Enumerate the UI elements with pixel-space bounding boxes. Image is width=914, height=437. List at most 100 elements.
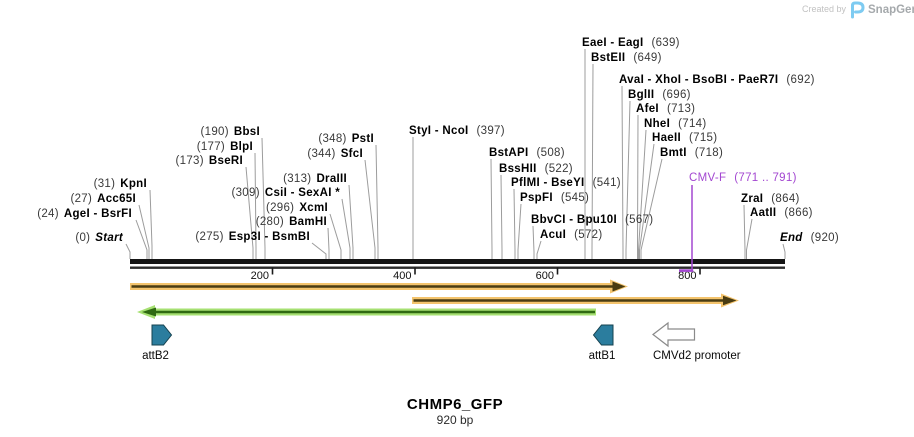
label-bmti[interactable]: BmtI(718) bbox=[660, 147, 723, 159]
primer-bar[interactable] bbox=[679, 269, 694, 272]
connector-bglii bbox=[625, 100, 631, 259]
tick-label-200: 200 bbox=[251, 270, 269, 282]
label-end[interactable]: End(920) bbox=[780, 232, 839, 244]
label-esp3i-bsmbi[interactable]: (275)Esp3I - BsmBI bbox=[195, 231, 310, 243]
label-pspfi[interactable]: PspFI(545) bbox=[520, 192, 589, 204]
map-bar-top[interactable] bbox=[130, 259, 785, 264]
label-bglii[interactable]: BglII(696) bbox=[628, 89, 691, 101]
connector-blpi bbox=[254, 152, 257, 259]
label-xcmi[interactable]: (296)XcmI bbox=[266, 202, 328, 214]
cmvd2-arrow[interactable] bbox=[652, 321, 696, 348]
feature-arrows: attB2 attB1 CMVd2 promoter bbox=[130, 279, 741, 362]
feature-arrow-orange-2[interactable] bbox=[412, 293, 739, 308]
label-psti[interactable]: (348)PstI bbox=[318, 133, 374, 145]
label-bseri[interactable]: (173)BseRI bbox=[176, 155, 243, 167]
label-acui[interactable]: AcuI(572) bbox=[540, 229, 602, 241]
label-styi-ncoi[interactable]: StyI - NcoI(397) bbox=[409, 125, 505, 137]
snapgene-logo-icon bbox=[851, 1, 865, 19]
label-agei-bsrfi[interactable]: (24)AgeI - BsrFI bbox=[37, 208, 132, 220]
connector-bbvci bbox=[532, 225, 535, 259]
connector-end bbox=[782, 243, 786, 259]
label-start[interactable]: (0)Start bbox=[75, 232, 124, 244]
label-kpni[interactable]: (31)KpnI bbox=[94, 178, 147, 190]
primer-cmv-f[interactable]: CMV-F(771 .. 791) bbox=[679, 172, 797, 272]
attB2-label[interactable]: attB2 bbox=[142, 350, 169, 362]
label-bbsi[interactable]: (190)BbsI bbox=[201, 126, 260, 138]
label-sfci[interactable]: (344)SfcI bbox=[307, 148, 363, 160]
attB1-label[interactable]: attB1 bbox=[589, 350, 616, 362]
green-core-head bbox=[142, 307, 156, 317]
connector-sfci bbox=[364, 159, 376, 259]
label-bsteii[interactable]: BstEII(649) bbox=[591, 52, 662, 64]
label-bbvci-bpu10i[interactable]: BbvCI - Bpu10I(567) bbox=[531, 214, 653, 226]
connector-acui bbox=[536, 240, 542, 259]
label-haeii[interactable]: HaeII(715) bbox=[652, 132, 717, 144]
feature-attB1[interactable]: attB1 bbox=[589, 324, 616, 362]
connector-zrai bbox=[743, 204, 746, 259]
connector-agei bbox=[135, 219, 148, 259]
connector-avai bbox=[621, 85, 624, 259]
label-blpi[interactable]: (177)BlpI bbox=[197, 141, 253, 153]
tick-label-400: 400 bbox=[393, 270, 411, 282]
label-nhei[interactable]: NheI(714) bbox=[644, 118, 706, 130]
created-by-text: Created by bbox=[802, 4, 847, 14]
label-bstapi[interactable]: BstAPI(508) bbox=[489, 147, 565, 159]
connector-kpni bbox=[149, 189, 153, 259]
label-avai-xhoi-bsobi-paer7i[interactable]: AvaI - XhoI - BsoBI - PaeR7I(692) bbox=[619, 74, 815, 86]
brand-text: SnapGene bbox=[868, 4, 914, 16]
tick-label-600: 600 bbox=[536, 270, 554, 282]
snapgene-logo-shape bbox=[851, 1, 865, 19]
connector-afei bbox=[637, 114, 639, 259]
tick-label-800: 800 bbox=[678, 270, 696, 282]
label-zrai[interactable]: ZraI(864) bbox=[741, 193, 800, 205]
label-pflmi-bseyi[interactable]: PflMI - BseYI(541) bbox=[511, 177, 621, 189]
label-draiii[interactable]: (313)DraIII bbox=[283, 173, 347, 185]
construct-length: 920 bp bbox=[437, 413, 474, 427]
connector-bsshii bbox=[500, 174, 503, 259]
connector-draiii bbox=[348, 184, 354, 259]
connector-bbsi bbox=[261, 137, 266, 259]
label-csii-sexai[interactable]: (309)CsiI - SexAI * bbox=[231, 187, 340, 199]
map-bar-bottom[interactable] bbox=[130, 266, 785, 269]
sequence-map-line[interactable] bbox=[130, 259, 785, 269]
site-connectors bbox=[125, 49, 786, 259]
connector-bmti bbox=[640, 158, 663, 259]
primer-label[interactable]: CMV-F(771 .. 791) bbox=[689, 172, 797, 184]
attB2-arrow[interactable] bbox=[151, 324, 173, 346]
feature-arrow-orange-1[interactable] bbox=[130, 279, 628, 294]
feature-cmvd2-promoter[interactable]: CMVd2 promoter bbox=[652, 321, 741, 362]
feature-arrow-green[interactable] bbox=[137, 305, 596, 319]
connector-esp3i bbox=[311, 242, 327, 259]
connector-pspfi bbox=[517, 203, 522, 259]
connector-csii bbox=[341, 198, 351, 259]
watermark: Created by SnapGene bbox=[802, 1, 914, 19]
connector-bseri bbox=[245, 166, 254, 259]
orange1-core-head bbox=[612, 281, 626, 292]
connector-pflmi bbox=[513, 188, 516, 259]
ruler: 200 400 600 800 bbox=[251, 267, 701, 282]
label-bamhi[interactable]: (280)BamHI bbox=[256, 216, 327, 228]
attB1-arrow[interactable] bbox=[592, 324, 614, 346]
connector-xcmi bbox=[329, 213, 342, 259]
feature-attB2[interactable]: attB2 bbox=[142, 324, 173, 362]
connector-nhei bbox=[638, 129, 647, 259]
connector-bamhi bbox=[327, 227, 330, 259]
connector-haeii bbox=[639, 143, 655, 259]
label-bsshii[interactable]: BssHII(522) bbox=[499, 163, 573, 175]
label-acc65i[interactable]: (27)Acc65I bbox=[70, 193, 136, 205]
label-eaei-eagi[interactable]: EaeI - EagI(639) bbox=[582, 37, 680, 49]
connector-bstapi bbox=[490, 158, 493, 259]
connector-psti bbox=[375, 144, 379, 259]
connector-bsteii bbox=[591, 63, 594, 259]
orange2-core-head bbox=[723, 295, 737, 306]
label-aatii[interactable]: AatII(866) bbox=[750, 207, 813, 219]
enzyme-labels: (0)Start (24)AgeI - BsrFI (27)Acc65I (31… bbox=[37, 37, 839, 244]
map-title: CHMP6_GFP 920 bp bbox=[407, 396, 503, 427]
label-afei[interactable]: AfeI(713) bbox=[636, 103, 695, 115]
connector-start bbox=[125, 243, 131, 259]
cmvd2-label[interactable]: CMVd2 promoter bbox=[653, 350, 741, 362]
construct-name: CHMP6_GFP bbox=[407, 396, 503, 413]
connector-acc65i bbox=[138, 204, 150, 259]
